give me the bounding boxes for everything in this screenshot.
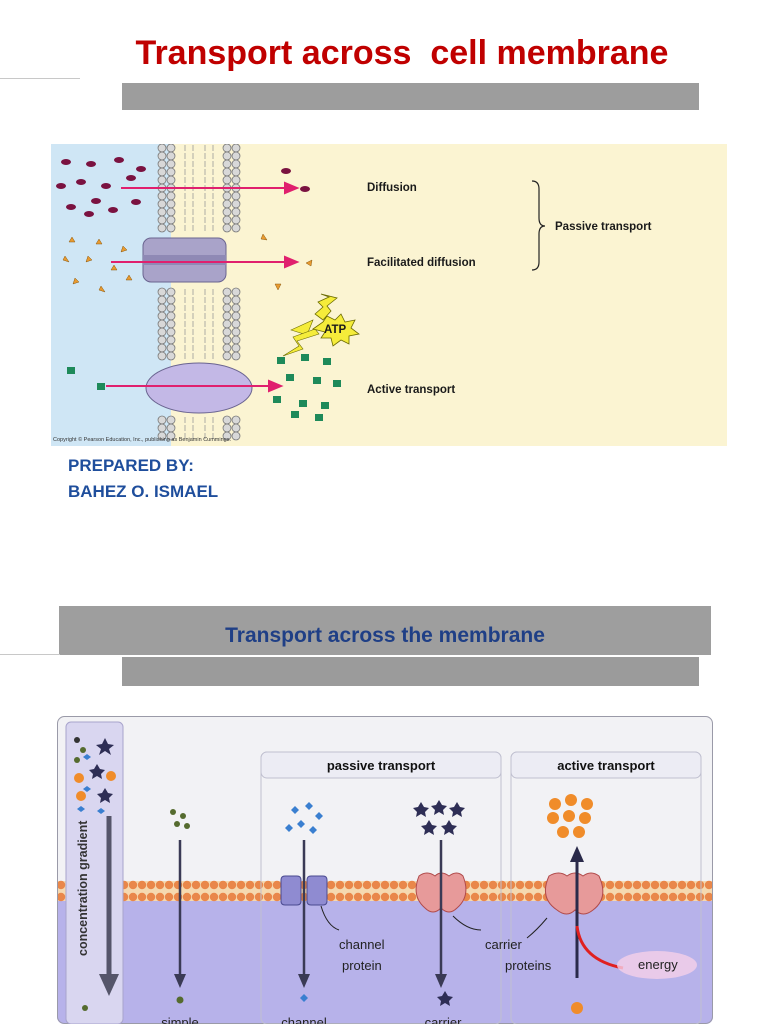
transport-types-figure: passive transport active transport conce… — [57, 716, 713, 1024]
title-rule — [0, 78, 80, 79]
atp-burst-icon — [312, 313, 360, 347]
passive-transport-label: Passive transport — [555, 221, 652, 233]
simple-label: simple — [161, 1015, 199, 1024]
diffusion-molecules — [56, 157, 310, 217]
channel-protein-label-line2: protein — [342, 958, 382, 973]
active-transport-header: active transport — [557, 758, 655, 773]
copyright-note: Copyright © Pearson Education, Inc., pub… — [53, 436, 231, 443]
lipid-bilayer — [157, 144, 241, 441]
cytoplasm-region — [171, 144, 727, 446]
slide2-title-bar — [59, 606, 711, 655]
active-transport-pump — [526, 794, 697, 1014]
carrier-diffusion — [413, 800, 482, 1006]
diffusion-label: Diffusion — [367, 182, 417, 194]
author-name: BAHEZ O. ISMAEL — [68, 482, 219, 501]
transport-arrows — [106, 181, 300, 393]
slide-title: Transport across cell membrane — [135, 34, 669, 72]
carrier-proteins-label-line1: carrier — [485, 937, 523, 952]
facilitated-diffusion-label: Facilitated diffusion — [367, 257, 476, 269]
prepared-by-label: PREPARED BY: — [68, 456, 194, 475]
slide2-rule — [0, 654, 60, 655]
channel-label: channel — [281, 1015, 327, 1024]
title-gray-bar — [122, 83, 699, 110]
passive-brace — [531, 180, 546, 271]
atp-label: ATP — [324, 324, 346, 336]
cytoplasm-area — [57, 901, 713, 1024]
slide2-gray-bar — [122, 657, 699, 686]
gradient-molecules — [74, 737, 116, 1011]
carrier-protein — [145, 362, 253, 414]
carrier-proteins-label-line2: proteins — [505, 958, 552, 973]
simple-diffusion — [170, 809, 190, 1004]
energy-label: energy — [638, 957, 678, 972]
energy-bolt — [314, 293, 338, 321]
concentration-gradient-label: concentration gradient — [76, 820, 90, 956]
channel-protein — [142, 237, 227, 283]
lightning-icon — [282, 328, 320, 357]
channel-diffusion — [280, 802, 340, 1002]
active-transport-label: Active transport — [367, 384, 455, 396]
gradient-arrow — [99, 974, 119, 996]
passive-transport-header: passive transport — [327, 758, 436, 773]
facilitated-molecules — [62, 233, 313, 293]
membrane-transport-figure: ATP Diffusion Facilitated diffusion Acti… — [51, 144, 727, 446]
carrier-label: carrier — [425, 1015, 463, 1024]
channel-protein-label-line1: channel — [339, 937, 385, 952]
active-molecules — [67, 354, 341, 421]
slide2-title: Transport across the membrane — [225, 624, 545, 647]
